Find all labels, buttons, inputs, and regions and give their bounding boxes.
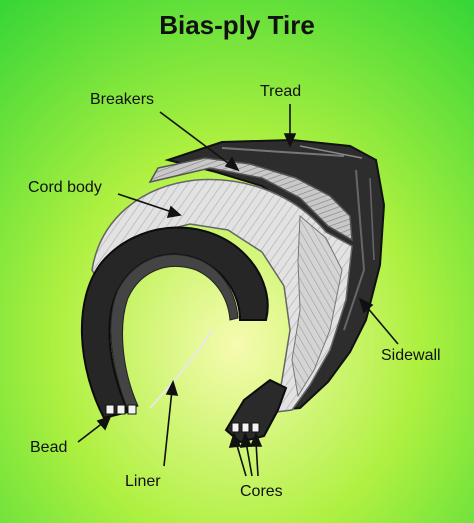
- core: [127, 404, 137, 415]
- core: [241, 422, 250, 433]
- right-bead-cores: [231, 422, 260, 433]
- core: [105, 404, 115, 415]
- tread-groove: [299, 145, 363, 159]
- tread-groove: [369, 177, 375, 261]
- cord-body-arch: [91, 178, 353, 413]
- cord-body-ply: [291, 214, 343, 398]
- arrow-sidewall: [358, 297, 399, 345]
- breakers-band: [148, 157, 353, 242]
- arrow-bead: [77, 415, 112, 443]
- liner-surface: [110, 254, 239, 411]
- label-tread: Tread: [260, 83, 301, 100]
- label-bead: Bead: [30, 439, 67, 456]
- core: [116, 404, 126, 415]
- liner-highlight: [149, 329, 213, 409]
- label-cord-body: Cord body: [28, 179, 102, 196]
- label-breakers: Breakers: [90, 91, 154, 108]
- tire-illustration: [81, 138, 386, 444]
- arrow-cores: [228, 431, 263, 477]
- arrow-cord-body: [117, 193, 182, 219]
- label-liner: Liner: [125, 473, 161, 490]
- label-cores: Cores: [240, 483, 283, 500]
- arrow-liner: [163, 379, 179, 467]
- tread-groove: [343, 169, 366, 331]
- arrow-breakers: [159, 111, 240, 172]
- leader-arrows: [77, 104, 399, 477]
- arrow-tread: [283, 104, 297, 149]
- left-bead-cores: [105, 404, 137, 415]
- diagram-title: Bias-ply Tire: [159, 10, 315, 40]
- core: [231, 422, 240, 433]
- label-sidewall: Sidewall: [381, 347, 441, 364]
- tread-groove: [221, 147, 345, 157]
- core: [251, 422, 260, 433]
